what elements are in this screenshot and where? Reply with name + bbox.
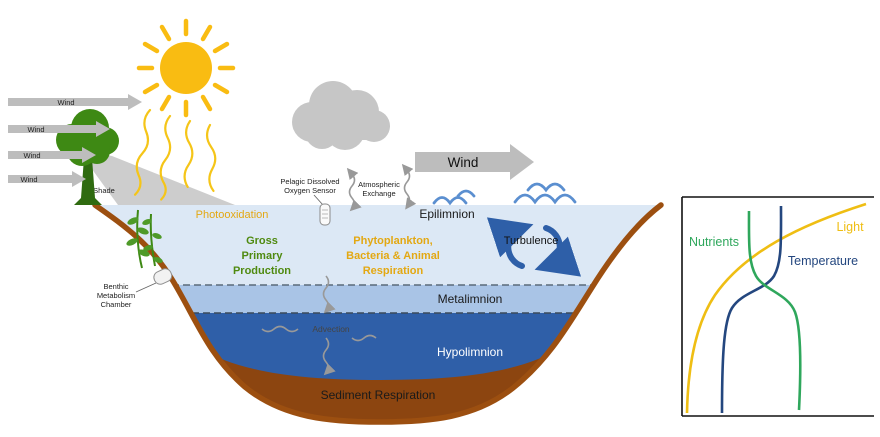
tree-trunk <box>74 158 102 205</box>
shade-label: Shade <box>93 186 115 195</box>
sunlight-wavy-rays <box>133 108 217 201</box>
pelagic-sensor-leader <box>313 194 324 206</box>
svg-text:Production: Production <box>233 265 291 277</box>
svg-text:Primary: Primary <box>242 250 284 262</box>
wind-arrow-3 <box>8 147 96 163</box>
turbulence-label: Turbulence <box>504 235 559 247</box>
respiration-label: Phytoplankton, Bacteria & Animal Respira… <box>346 235 440 277</box>
metalimnion-label: Metalimnion <box>438 292 503 306</box>
sun-rays <box>136 18 236 118</box>
basin-outline <box>92 202 664 425</box>
advection-label: Advection <box>312 324 350 334</box>
exchange-squiggle-right <box>401 163 417 210</box>
cloud-icon <box>292 81 390 150</box>
benthic-chamber-leader <box>135 282 157 293</box>
advection-squiggle-right <box>351 334 377 342</box>
shade-region <box>78 150 235 205</box>
wave-icons <box>432 182 577 206</box>
svg-text:Bacteria & Animal: Bacteria & Animal <box>346 250 440 262</box>
photooxidation-label: Photooxidation <box>196 209 269 221</box>
pelagic-sensor: Pelagic Dissolved Oxygen Sensor <box>280 177 340 226</box>
advection-squiggle-left <box>261 325 299 333</box>
wind-arrow-1 <box>8 94 142 110</box>
benthic-chamber-icon <box>153 268 173 285</box>
wind-label-large: Wind <box>448 155 479 170</box>
sun-icon <box>136 18 236 118</box>
sediment-respiration-label: Sediment Respiration <box>321 388 436 402</box>
atmospheric-exchange-label-1: Atmospheric <box>358 180 400 189</box>
pelagic-sensor-label-2: Oxygen Sensor <box>284 186 336 195</box>
svg-text:Respiration: Respiration <box>363 265 424 277</box>
epilimnion-label: Epilimnion <box>419 207 474 221</box>
advection: Advection <box>261 275 377 376</box>
wind-label-1: Wind <box>57 98 74 107</box>
wind-arrow-shapes <box>8 94 142 187</box>
svg-text:Phytoplankton,: Phytoplankton, <box>353 235 432 247</box>
benthic-chamber-label-2: Metabolism <box>97 291 135 300</box>
light-label: Light <box>836 220 864 234</box>
advection-squiggle-down <box>322 337 336 376</box>
wind-arrows-left: Wind Wind Wind Wind <box>8 94 142 187</box>
sun-disc <box>160 42 212 94</box>
wind-label-2: Wind <box>27 125 44 134</box>
advection-squiggle-up <box>322 275 336 314</box>
oxygen-sensor-icon <box>319 203 331 226</box>
wind-label-4: Wind <box>20 175 37 184</box>
benthic-chamber-label-3: Chamber <box>101 300 132 309</box>
pelagic-sensor-label-1: Pelagic Dissolved <box>280 177 339 186</box>
svg-text:Gross: Gross <box>246 235 278 247</box>
gpp-label: Gross Primary Production <box>233 235 291 277</box>
wind-arrow-large: Wind <box>415 144 534 180</box>
benthic-chamber-label-1: Benthic <box>103 282 128 291</box>
turbulence-circular-arrows <box>486 217 582 277</box>
nutrients-label: Nutrients <box>689 235 739 249</box>
exchange-squiggle-left <box>346 167 362 212</box>
aquatic-plants-icon <box>126 209 163 269</box>
atmospheric-exchange: Atmospheric Exchange <box>346 163 417 212</box>
wind-arrow-4 <box>8 171 86 187</box>
depth-profile-chart: Nutrients Light Temperature <box>681 196 874 417</box>
temperature-curve <box>720 205 783 414</box>
wind-arrow-2 <box>8 121 110 137</box>
nutrients-curve <box>747 210 802 411</box>
benthic-chamber: Benthic Metabolism Chamber <box>97 268 173 309</box>
wind-label-3: Wind <box>23 151 40 160</box>
hypolimnion-label: Hypolimnion <box>437 345 503 359</box>
turbulence: Turbulence <box>486 217 582 277</box>
temperature-label: Temperature <box>788 254 858 268</box>
atmospheric-exchange-label-2: Exchange <box>362 189 395 198</box>
wind-arrow-large-shape <box>415 144 534 180</box>
light-curve <box>685 202 867 414</box>
